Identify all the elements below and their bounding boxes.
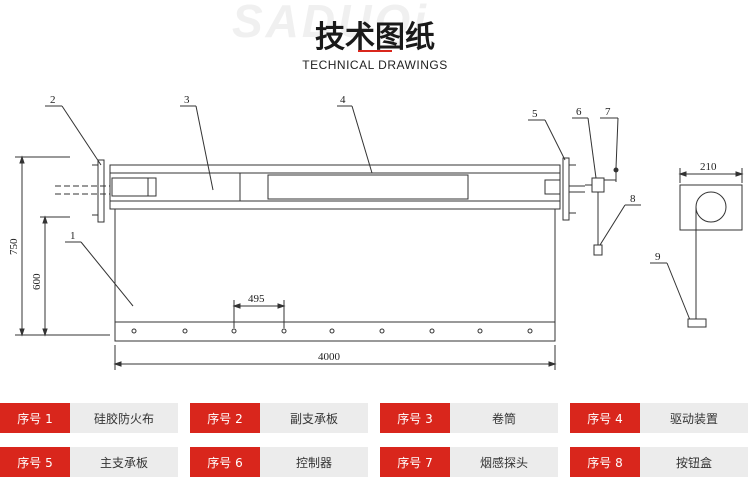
dim-total-height: 750: [8, 238, 20, 255]
legend-name: 烟感探头: [450, 447, 558, 477]
legend-item: 序号 6 控制器: [190, 447, 368, 477]
legend-tag: 序号 1: [0, 403, 70, 433]
legend-item: 序号 7 烟感探头: [380, 447, 558, 477]
legend-name: 副支承板: [260, 403, 368, 433]
bottom-bar: [687, 318, 707, 328]
secondary-support-plate: [97, 159, 105, 223]
legend-tag: 序号 2: [190, 403, 260, 433]
callout-6: 6: [576, 106, 582, 118]
button-box: [593, 244, 603, 256]
brand-watermark: SADUQi: [232, 0, 429, 47]
legend-name: 卷筒: [450, 403, 558, 433]
callout-7: 7: [605, 106, 611, 118]
legend-name: 主支承板: [70, 447, 178, 477]
legend-tag: 序号 5: [0, 447, 70, 477]
callout-3: 3: [184, 94, 190, 106]
dim-hole-spacing: 495: [248, 293, 265, 305]
callout-9: 9: [655, 251, 661, 263]
legend-item: 序号 1 硅胶防火布: [0, 403, 178, 433]
callout-8: 8: [630, 193, 636, 205]
legend-tag: 序号 8: [570, 447, 640, 477]
drive-device: [267, 174, 469, 200]
legend-name: 硅胶防火布: [70, 403, 178, 433]
callout-5: 5: [532, 108, 538, 120]
callout-1: 1: [70, 230, 76, 242]
legend-item: 序号 3 卷筒: [380, 403, 558, 433]
legend-name: 驱动装置: [640, 403, 748, 433]
legend-item: 序号 2 副支承板: [190, 403, 368, 433]
dim-curtain-height: 600: [31, 273, 43, 290]
controller-box: [591, 177, 605, 193]
page-title: 技术图纸: [315, 20, 435, 55]
technical-drawing: 2 3 4 5 6 7 8 1 9 495 4000 210 750 600: [8, 94, 744, 370]
legend-item: 序号 8 按钮盒: [570, 447, 748, 477]
legend-tag: 序号 3: [380, 403, 450, 433]
legend-tag: 序号 4: [570, 403, 640, 433]
main-support-plate: [562, 157, 570, 221]
legend-item: 序号 4 驱动装置: [570, 403, 748, 433]
page-subtitle: TECHNICAL DRAWINGS: [302, 58, 448, 72]
callout-2: 2: [50, 94, 56, 106]
callout-4: 4: [340, 94, 346, 106]
dim-overall-length: 4000: [318, 351, 341, 363]
smoke-sensor: [613, 167, 619, 173]
legend-item: 序号 5 主支承板: [0, 447, 178, 477]
dim-box-width: 210: [700, 161, 717, 173]
legend-name: 按钮盒: [640, 447, 748, 477]
legend-tag: 序号 6: [190, 447, 260, 477]
title-underline: [358, 50, 392, 52]
fire-curtain: [114, 208, 556, 342]
curtain-holes: [131, 328, 533, 334]
legend-name: 控制器: [260, 447, 368, 477]
legend-tag: 序号 7: [380, 447, 450, 477]
